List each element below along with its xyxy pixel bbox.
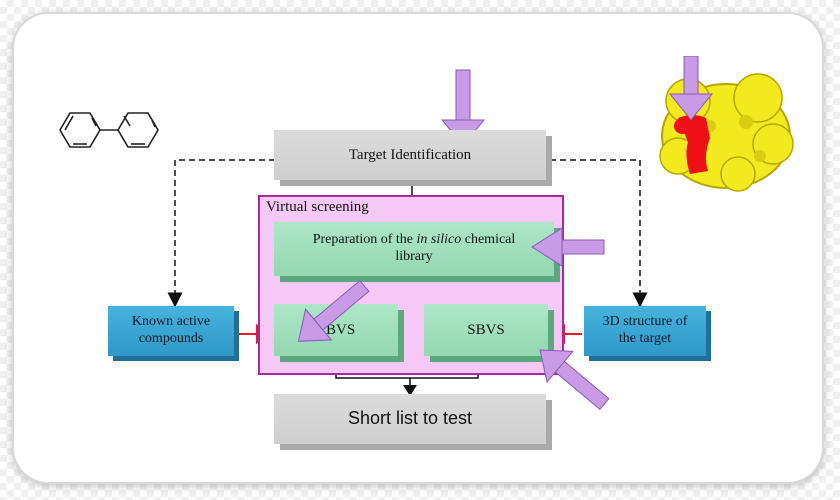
virtual-screening-title: Virtual screening <box>266 199 369 215</box>
dashed-connector-right <box>550 159 648 308</box>
biphenyl-molecule-icon <box>59 112 159 148</box>
target-identification-label: Target Identification <box>348 147 472 163</box>
dashed-connector-left <box>167 159 275 308</box>
target-3d-structure-box: 3D structure of the target <box>584 306 706 356</box>
target-identification-box: Target Identification <box>274 130 546 180</box>
sbvs-box: SBVS <box>424 304 548 356</box>
protein-structure-icon <box>659 56 794 192</box>
library-preparation-box: Preparation of the in silico chemical li… <box>274 222 554 276</box>
short-list-box: Short list to test <box>274 394 546 444</box>
short-list-label: Short list to test <box>347 408 473 429</box>
lbvs-label: LBVS <box>316 322 356 338</box>
sbvs-label: SBVS <box>467 322 505 338</box>
lbvs-box: LBVS <box>274 304 398 356</box>
library-preparation-line1: Preparation of the in silico chemical <box>312 232 516 248</box>
library-preparation-line2: library <box>395 249 433 264</box>
known-active-compounds-box: Known active compounds <box>108 306 234 356</box>
